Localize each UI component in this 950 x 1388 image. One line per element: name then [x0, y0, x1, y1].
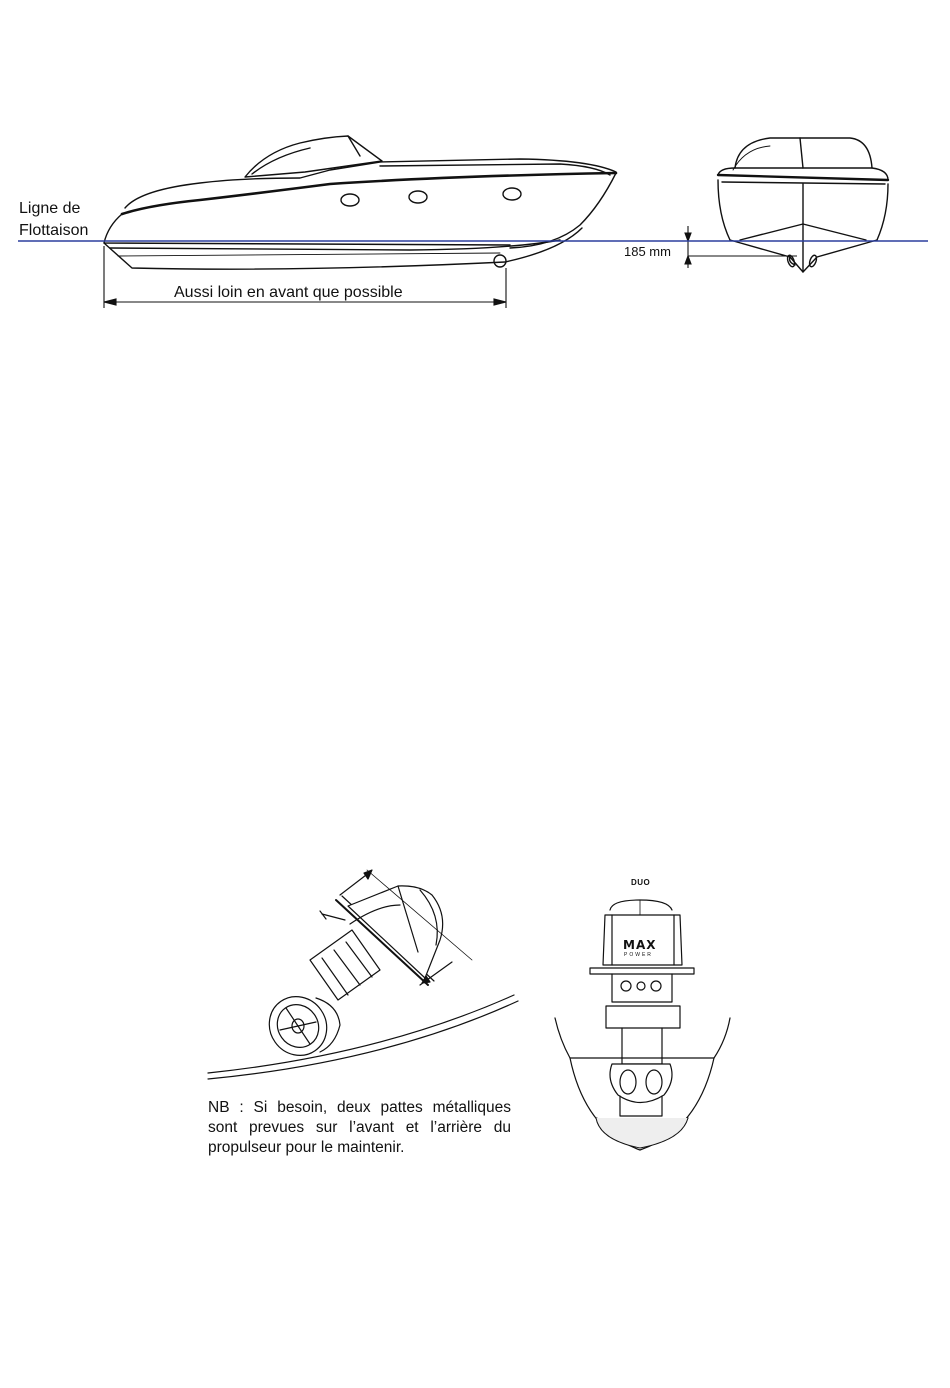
brand-sub: POWER: [624, 952, 653, 958]
duo-label: DUO: [631, 878, 650, 887]
installation-note: NB : Si besoin, deux pattes métalliques …: [208, 1098, 511, 1158]
brand-logo: MAX: [623, 938, 656, 952]
